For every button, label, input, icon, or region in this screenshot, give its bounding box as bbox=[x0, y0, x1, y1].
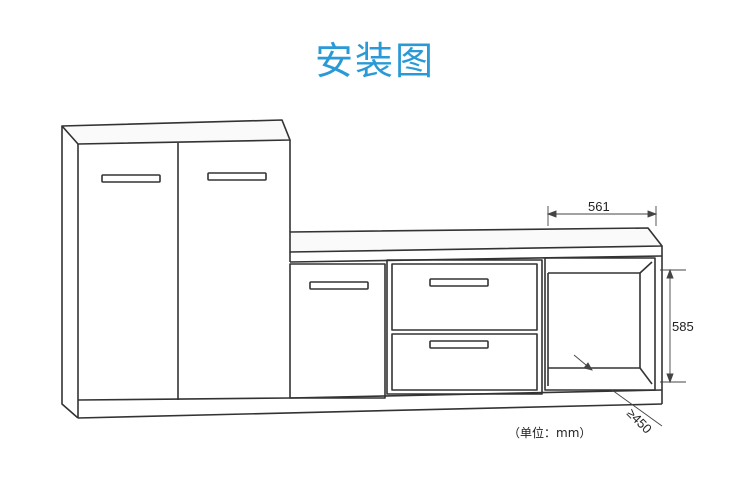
low-cabinet-handle bbox=[309, 281, 369, 290]
low-cabinet-door bbox=[289, 263, 386, 399]
plinth bbox=[77, 256, 663, 419]
height-label: 585 bbox=[672, 319, 694, 334]
drawer-block bbox=[386, 259, 543, 395]
countertop bbox=[289, 227, 663, 263]
lower-drawer-handle bbox=[429, 340, 489, 349]
appliance-niche bbox=[544, 257, 656, 391]
tall-cabinet-handle-left bbox=[101, 174, 161, 183]
depth-dimension bbox=[573, 354, 663, 427]
upper-drawer-handle bbox=[429, 278, 489, 287]
height-dimension bbox=[660, 268, 686, 384]
depth-label: ≥450 bbox=[624, 406, 655, 437]
page-title: 安装图 bbox=[314, 39, 435, 83]
width-label: 561 bbox=[588, 199, 610, 214]
width-dimension bbox=[546, 206, 658, 226]
unit-note: （单位：mm） bbox=[508, 426, 592, 440]
tall-cabinet bbox=[61, 119, 291, 419]
tall-cabinet-handle-right bbox=[207, 172, 267, 181]
